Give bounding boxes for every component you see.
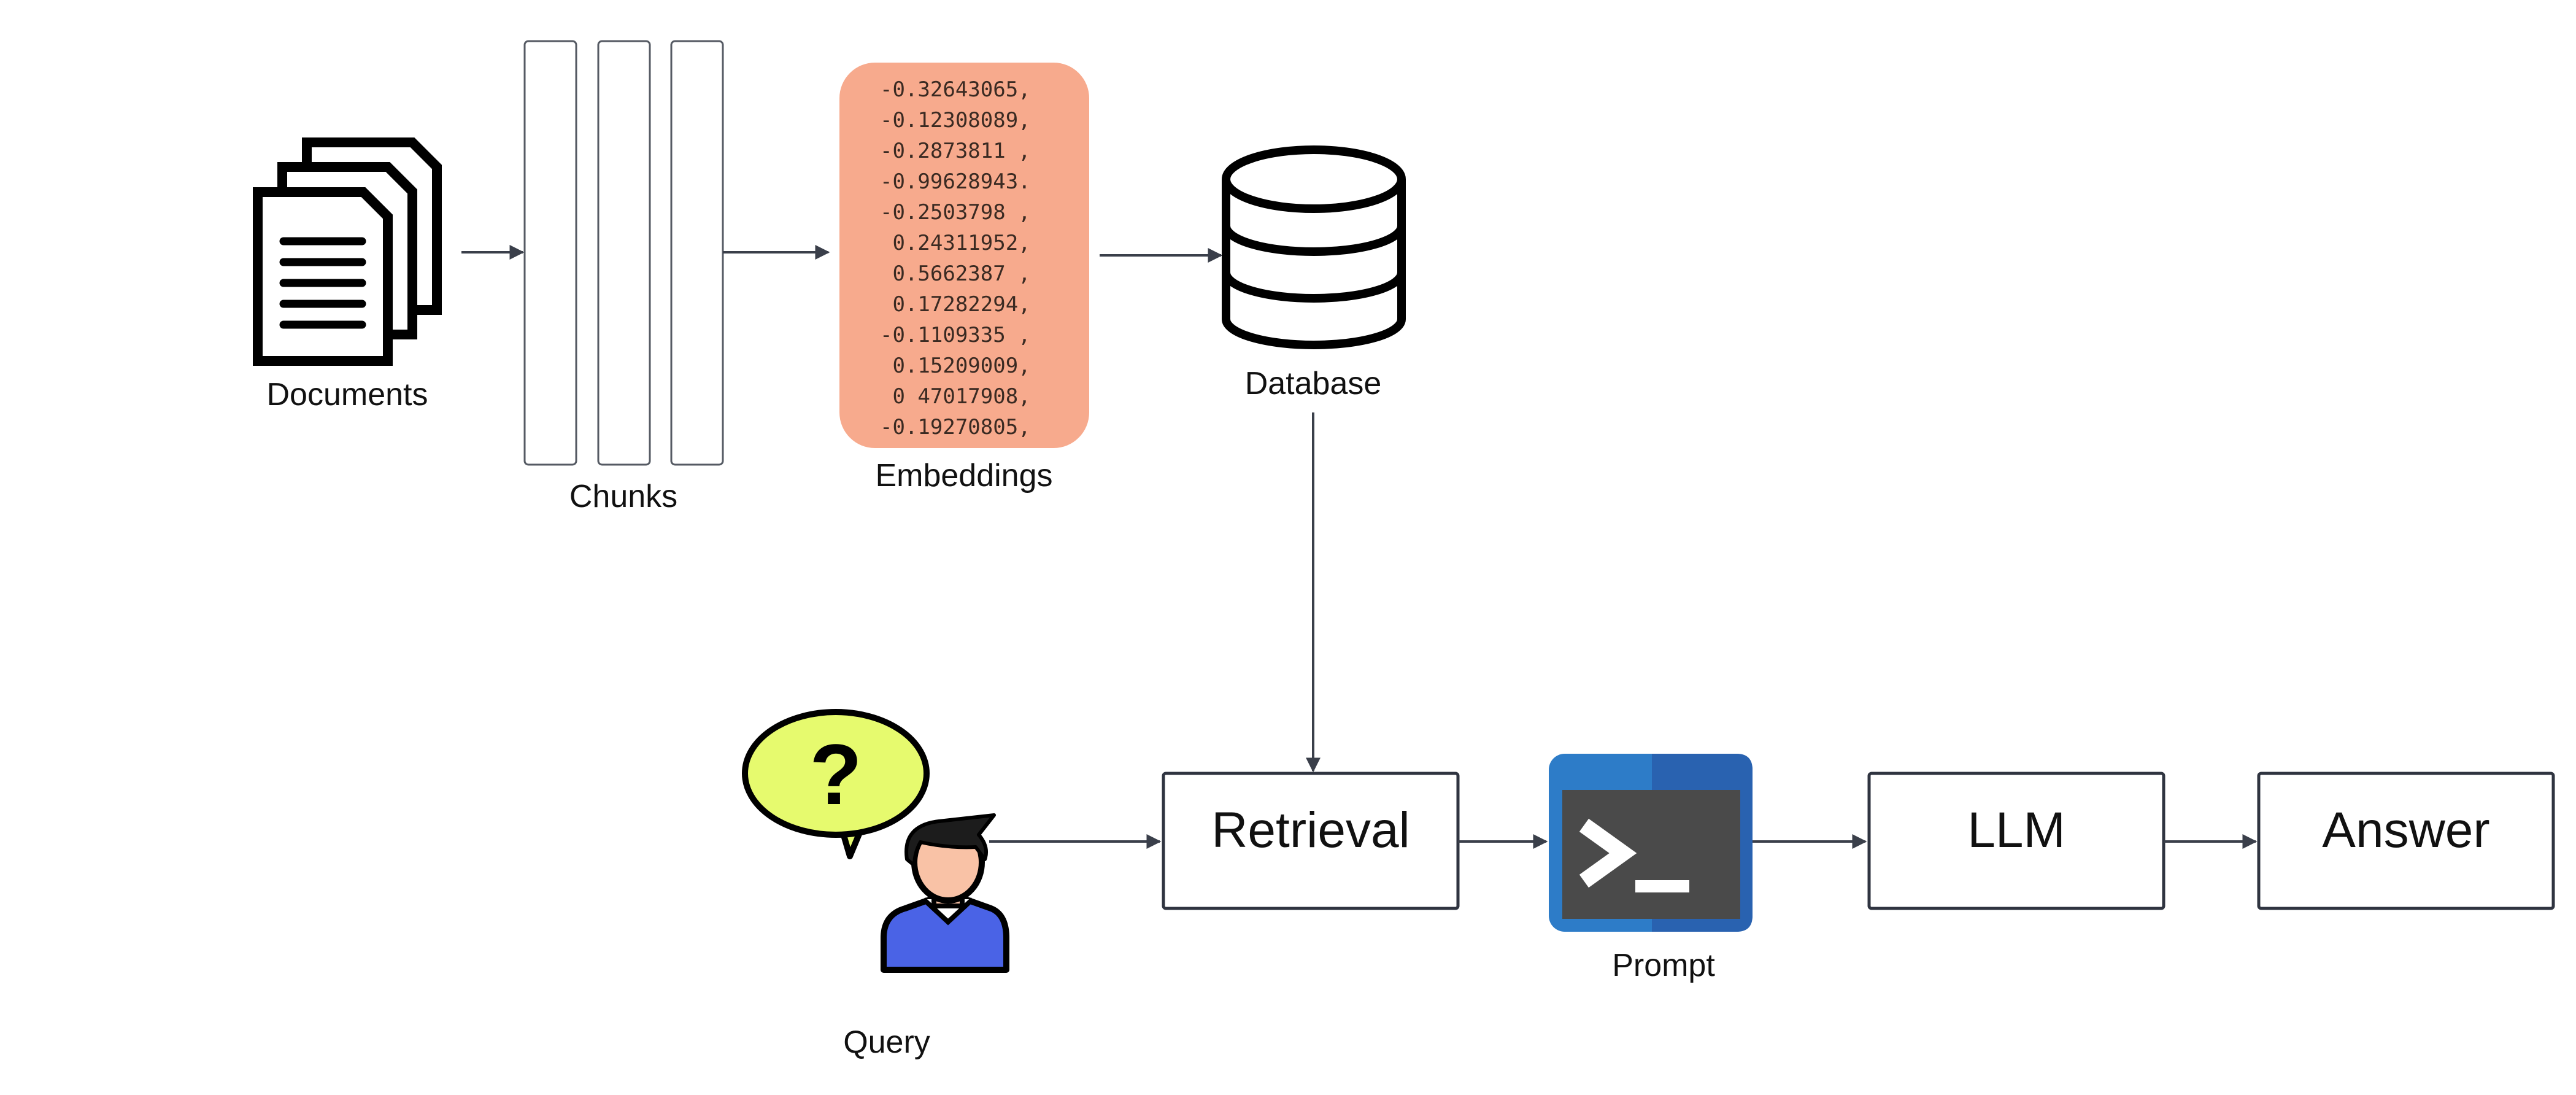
embedding-value: 0 47017908, xyxy=(880,384,1031,409)
retrieval-label: Retrieval xyxy=(1211,802,1410,858)
embedding-value: -0.19270805, xyxy=(880,415,1031,439)
embedding-value: 0.17282294, xyxy=(880,292,1031,317)
documents-label: Documents xyxy=(267,377,428,412)
embedding-value: -0.2503798 , xyxy=(880,200,1031,225)
database-label: Database xyxy=(1245,366,1382,401)
embedding-value: 0.5662387 , xyxy=(880,261,1031,286)
embeddings-values: -0.32643065, -0.12308089, -0.2873811 , -… xyxy=(880,77,1031,439)
question-mark-glyph: ? xyxy=(809,726,862,822)
chunks-group xyxy=(523,40,724,466)
answer-label: Answer xyxy=(2322,802,2489,858)
embeddings-block xyxy=(839,63,1089,448)
embeddings-label: Embeddings xyxy=(875,458,1052,493)
embedding-value: -0.32643065, xyxy=(880,77,1031,102)
person-icon xyxy=(881,813,1009,973)
prompt-label: Prompt xyxy=(1612,948,1715,983)
chunk-rect xyxy=(523,40,577,466)
database-icon xyxy=(1222,145,1406,349)
chunk-rect xyxy=(670,40,724,466)
question-speech-bubble-icon: ? xyxy=(742,709,930,859)
llm-label: LLM xyxy=(1967,802,2065,858)
embedding-value: -0.1109335 , xyxy=(880,323,1031,347)
documents-icon xyxy=(253,137,442,366)
query-icon: ? xyxy=(742,709,1009,973)
embedding-value: -0.2873811 , xyxy=(880,139,1031,163)
embedding-value: -0.99628943. xyxy=(880,169,1031,194)
chunk-rect xyxy=(597,40,651,466)
chunks-label: Chunks xyxy=(569,479,677,514)
embedding-value: 0.24311952, xyxy=(880,231,1031,255)
query-label: Query xyxy=(843,1024,930,1060)
embedding-value: -0.12308089, xyxy=(880,108,1031,133)
answer-box xyxy=(2257,772,2555,910)
terminal-icon xyxy=(1549,754,1753,932)
embedding-value: 0.15209009, xyxy=(880,354,1031,378)
